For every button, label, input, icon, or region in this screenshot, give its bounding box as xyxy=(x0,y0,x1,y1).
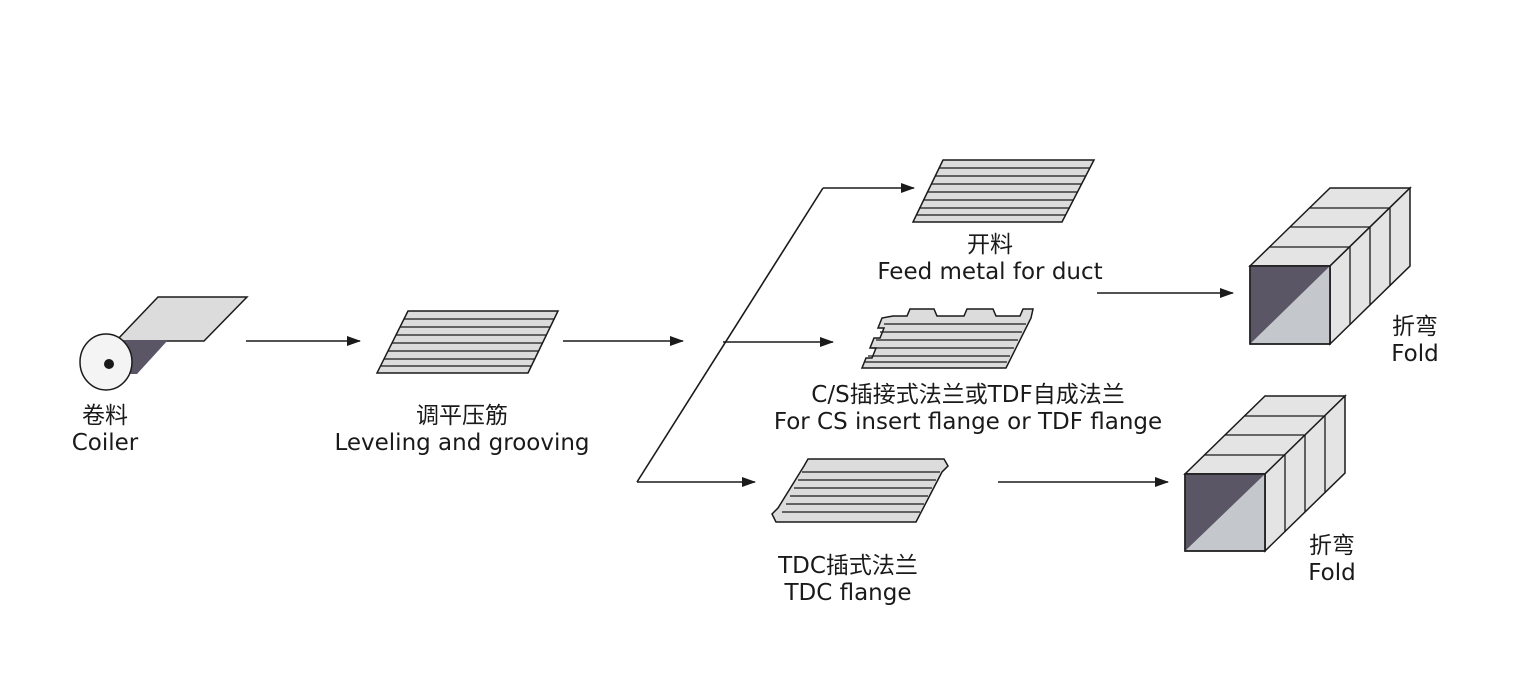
branch-lines xyxy=(636,183,915,487)
leveling-label: 调平压筋 Leveling and grooving xyxy=(300,403,624,457)
leveling-sheet-icon xyxy=(375,310,560,374)
leveling-label-zh: 调平压筋 xyxy=(416,403,508,429)
cs-flange-label: C/S插接式法兰或TDF自成法兰 For CS insert flange or… xyxy=(715,382,1221,436)
coiler-icon xyxy=(79,296,249,391)
fold-bottom-label: 折弯 Fold xyxy=(1282,533,1382,587)
cs-flange-label-en: For CS insert flange or TDF flange xyxy=(773,409,1163,435)
cs-flange-sheet-icon xyxy=(860,308,1034,369)
cs-flange-label-zh: C/S插接式法兰或TDF自成法兰 xyxy=(811,382,1125,408)
tdc-flange-label-zh: TDC插式法兰 xyxy=(778,553,918,579)
fold-top-label: 折弯 Fold xyxy=(1365,314,1465,368)
feed-label: 开料 Feed metal for duct xyxy=(840,232,1140,286)
leveling-label-en: Leveling and grooving xyxy=(334,430,590,456)
duct-top-icon xyxy=(1248,186,1412,346)
feed-label-en: Feed metal for duct xyxy=(877,259,1103,285)
fold-bottom-label-en: Fold xyxy=(1308,560,1356,586)
fold-top-label-en: Fold xyxy=(1391,341,1439,367)
feed-sheet-icon xyxy=(911,159,1096,223)
coiler-label-en: Coiler xyxy=(71,430,139,456)
tdc-flange-sheet-icon xyxy=(771,458,949,523)
tdc-flange-label: TDC插式法兰 TDC flange xyxy=(740,553,956,607)
tdc-flange-label-en: TDC flange xyxy=(784,580,912,606)
coiler-label-zh: 卷料 xyxy=(82,403,128,429)
fold-top-label-zh: 折弯 xyxy=(1392,314,1438,340)
duct-bottom-icon xyxy=(1183,394,1347,553)
fold-bottom-label-zh: 折弯 xyxy=(1309,533,1355,559)
feed-label-zh: 开料 xyxy=(967,232,1013,258)
coiler-label: 卷料 Coiler xyxy=(55,403,155,457)
